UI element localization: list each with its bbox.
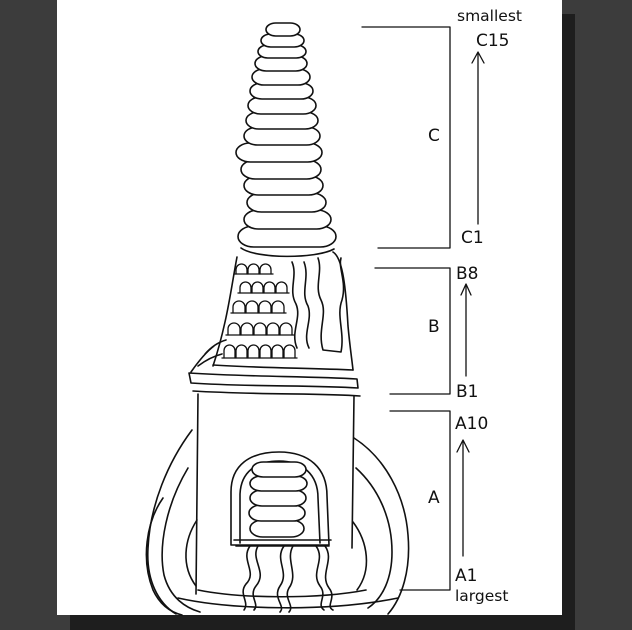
niche-disc bbox=[252, 462, 306, 477]
spire-disc bbox=[247, 193, 326, 212]
label-c-top: C15 bbox=[476, 31, 510, 51]
label-b-bottom: B1 bbox=[456, 382, 478, 402]
label-b-section: B bbox=[428, 317, 440, 337]
niche-disc bbox=[250, 476, 307, 491]
label-a-section: A bbox=[428, 488, 440, 508]
label-c-bottom: C1 bbox=[461, 228, 484, 248]
spire-disc bbox=[244, 210, 331, 229]
niche-disc bbox=[250, 520, 304, 537]
label-a-bottom: A1 bbox=[455, 566, 477, 586]
label-b-top: B8 bbox=[456, 264, 478, 284]
spire-disc bbox=[236, 143, 322, 162]
smallest-note: smallest bbox=[457, 7, 522, 25]
spire-disc bbox=[266, 23, 300, 36]
spire-disc bbox=[241, 160, 321, 179]
largest-note: largest bbox=[455, 587, 508, 605]
label-a-top: A10 bbox=[455, 414, 488, 434]
niche-disc bbox=[250, 490, 306, 506]
label-c-section: C bbox=[428, 126, 440, 146]
niche-disc-stack bbox=[249, 462, 307, 537]
niche-disc bbox=[249, 505, 305, 521]
